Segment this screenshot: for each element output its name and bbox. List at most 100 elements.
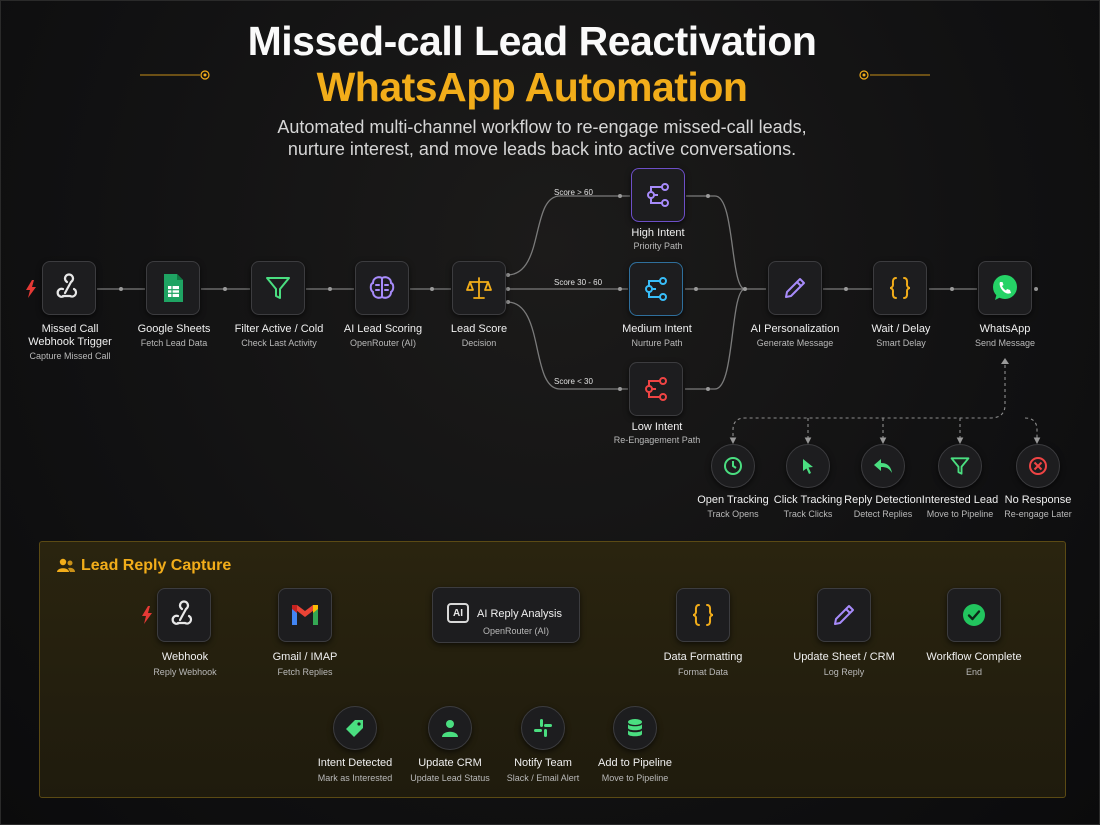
sub-detect-replies: Detect Replies — [853, 509, 913, 519]
node-workflow-complete[interactable] — [947, 588, 1001, 642]
node-intent-detected[interactable] — [333, 706, 377, 750]
edge-label-medium: Score 30 - 60 — [554, 278, 603, 287]
node-google-sheets[interactable] — [146, 261, 200, 315]
sub-re-engagement-path: Re-Engagement Path — [613, 435, 701, 445]
cursor-icon — [803, 459, 813, 474]
label-webhook: Webhook — [161, 651, 209, 663]
edge-label-high: Score > 60 — [554, 188, 593, 197]
title-ornament-left — [140, 70, 210, 80]
sub-capture-missed-call: Capture Missed Call — [29, 351, 111, 361]
label-medium-intent: Medium Intent — [622, 323, 692, 335]
node-update-crm[interactable] — [428, 706, 472, 750]
node-high-intent[interactable] — [631, 168, 685, 222]
sub-fetch-lead-data: Fetch Lead Data — [140, 338, 208, 348]
node-interested-lead[interactable] — [938, 444, 982, 488]
label-update-crm: Update CRM — [418, 757, 482, 769]
node-click-tracking[interactable] — [786, 444, 830, 488]
sub-slack-email-alert: Slack / Email Alert — [506, 773, 580, 783]
slack-icon — [534, 719, 552, 737]
label-no-response: No Response — [1004, 494, 1072, 506]
sub-track-clicks: Track Clicks — [783, 509, 833, 519]
node-low-intent[interactable] — [629, 362, 683, 416]
sub-openrouter-ai: OpenRouter (AI) — [349, 338, 417, 348]
panel-title: Lead Reply Capture — [81, 557, 232, 574]
branch-icon — [647, 183, 669, 207]
sub-decision: Decision — [461, 338, 497, 348]
title-ornament-right — [859, 70, 930, 80]
filter-icon — [950, 457, 970, 475]
label-workflow-complete: Workflow Complete — [926, 651, 1022, 663]
label-notify-team: Notify Team — [514, 757, 572, 769]
label-low-intent: Low Intent — [631, 421, 683, 433]
lead-reply-capture-panel — [39, 541, 1066, 798]
braces-icon — [889, 277, 911, 299]
sub-openrouter-ai-reply: OpenRouter (AI) — [483, 626, 550, 636]
sub-reply-webhook: Reply Webhook — [153, 667, 217, 677]
node-whatsapp[interactable] — [978, 261, 1032, 315]
node-data-formatting[interactable] — [676, 588, 730, 642]
gmail-icon — [292, 605, 318, 625]
node-reply-webhook[interactable] — [157, 588, 211, 642]
sub-nurture-path: Nurture Path — [631, 338, 683, 348]
label-wait-delay: Wait / Delay — [871, 323, 931, 335]
label-intent-detected: Intent Detected — [317, 757, 393, 769]
label-filter-active-cold: Filter Active / Cold — [234, 323, 324, 335]
branch-icon — [645, 277, 667, 301]
label-click-tracking: Click Tracking — [773, 494, 843, 506]
reply-icon — [874, 459, 892, 473]
label-open-tracking: Open Tracking — [697, 494, 769, 506]
pencil-icon — [785, 278, 805, 298]
scale-icon — [466, 277, 492, 299]
node-missed-call-webhook[interactable] — [42, 261, 96, 315]
node-no-response[interactable] — [1016, 444, 1060, 488]
node-lead-score[interactable] — [452, 261, 506, 315]
sub-move-to-pipeline-2: Move to Pipeline — [601, 773, 669, 783]
node-gmail-imap[interactable] — [278, 588, 332, 642]
label-missed-call: Missed Call — [41, 323, 99, 335]
x-circle-icon — [1029, 457, 1047, 475]
node-ai-personalization[interactable] — [768, 261, 822, 315]
user-icon — [442, 720, 458, 737]
trigger-bolt-icon — [142, 606, 152, 624]
node-open-tracking[interactable] — [711, 444, 755, 488]
sub-generate-message: Generate Message — [756, 338, 834, 348]
label-add-to-pipeline: Add to Pipeline — [598, 757, 672, 769]
label-ai-personalization: AI Personalization — [750, 323, 840, 335]
label-google-sheets: Google Sheets — [137, 323, 211, 335]
node-wait-delay[interactable] — [873, 261, 927, 315]
description-line-2: nurture interest, and move leads back in… — [287, 139, 797, 159]
node-add-to-pipeline[interactable] — [613, 706, 657, 750]
braces-icon — [692, 604, 714, 626]
node-ai-reply-analysis[interactable] — [432, 587, 580, 643]
sub-update-lead-status: Update Lead Status — [410, 773, 490, 783]
ai-chip-icon: AI — [447, 603, 469, 623]
clock-icon — [724, 457, 742, 475]
label-ai-reply-analysis: AI Reply Analysis — [477, 608, 562, 620]
node-ai-lead-scoring[interactable] — [355, 261, 409, 315]
edge-label-low: Score < 30 — [554, 377, 593, 386]
node-update-sheet-crm[interactable] — [817, 588, 871, 642]
sub-smart-delay: Smart Delay — [876, 338, 926, 348]
node-notify-team[interactable] — [521, 706, 565, 750]
branch-icon — [645, 377, 667, 401]
label-update-sheet-crm: Update Sheet / CRM — [793, 651, 895, 663]
sub-format-data: Format Data — [677, 667, 728, 677]
page-subtitle: WhatsApp Automation — [316, 64, 748, 110]
page-title: Missed-call Lead Reactivation — [247, 18, 817, 64]
sub-end: End — [965, 667, 982, 677]
node-filter-active-cold[interactable] — [251, 261, 305, 315]
label-whatsapp: WhatsApp — [979, 323, 1031, 335]
label-ai-lead-scoring: AI Lead Scoring — [343, 323, 423, 335]
description-line-1: Automated multi-channel workflow to re-e… — [277, 117, 807, 137]
node-reply-detection[interactable] — [861, 444, 905, 488]
sub-re-engage-later: Re-engage Later — [1004, 509, 1072, 519]
label-webhook-trigger: Webhook Trigger — [28, 336, 112, 348]
pencil-icon — [834, 605, 854, 625]
whatsapp-icon — [993, 275, 1017, 300]
node-medium-intent[interactable] — [629, 262, 683, 316]
sub-priority-path: Priority Path — [633, 241, 683, 251]
google-sheets-icon — [164, 274, 183, 302]
sub-fetch-replies: Fetch Replies — [277, 667, 333, 677]
check-icon — [963, 604, 985, 626]
sub-track-opens: Track Opens — [707, 509, 759, 519]
